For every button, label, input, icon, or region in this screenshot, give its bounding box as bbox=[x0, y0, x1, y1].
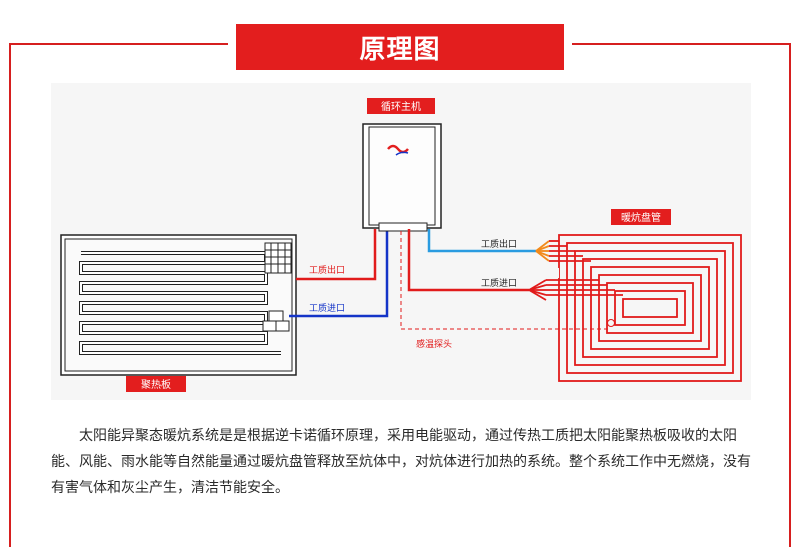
description-text: 太阳能异聚态暖炕系统是是根据逆卡诺循环原理，采用电能驱动，通过传热工质把太阳能聚… bbox=[51, 428, 751, 496]
diagram-panel: 聚热板 工质出口 工质进口 循环主机 感温探头 工质出口 工质进口 暖炕盘管 bbox=[51, 83, 751, 400]
coil-label-box bbox=[611, 209, 671, 225]
sensor-probe-icon bbox=[607, 319, 615, 327]
collector-label: 聚热板 bbox=[141, 378, 171, 391]
frame-right bbox=[789, 43, 791, 547]
frame-top-left bbox=[9, 43, 228, 45]
coil-label: 暖炕盘管 bbox=[621, 211, 661, 224]
collector-outlet-pipe bbox=[296, 229, 377, 281]
coil-inlet-manifold bbox=[528, 279, 547, 301]
outlet-right-label: 工质出口 bbox=[481, 238, 517, 250]
outlet-left-label: 工质出口 bbox=[309, 264, 345, 276]
collector-manifold bbox=[262, 310, 290, 332]
host-label: 循环主机 bbox=[381, 100, 421, 113]
frame-top-right bbox=[572, 43, 791, 45]
coil-outlet-manifold bbox=[535, 240, 550, 262]
principle-diagram: 聚热板 工质出口 工质进口 循环主机 感温探头 工质出口 工质进口 暖炕盘管 bbox=[60, 98, 742, 392]
inlet-left-label: 工质进口 bbox=[309, 302, 345, 314]
sensor-label: 感温探头 bbox=[416, 338, 452, 350]
coil-inlet-pipe bbox=[407, 229, 529, 292]
host-unit bbox=[362, 123, 442, 232]
page-title: 原理图 bbox=[236, 24, 564, 70]
inlet-right-label: 工质进口 bbox=[481, 277, 517, 289]
collector-panel bbox=[60, 234, 297, 376]
sensor-line bbox=[400, 231, 611, 330]
kang-coil bbox=[546, 234, 742, 382]
collector-header-grid bbox=[264, 242, 292, 274]
host-label-box bbox=[367, 98, 435, 114]
coil-outlet-pipe bbox=[427, 229, 536, 253]
collector-label-box bbox=[126, 376, 186, 392]
host-logo-icon bbox=[387, 144, 409, 154]
collector-inlet-pipe bbox=[289, 229, 389, 318]
frame-left bbox=[9, 43, 11, 547]
